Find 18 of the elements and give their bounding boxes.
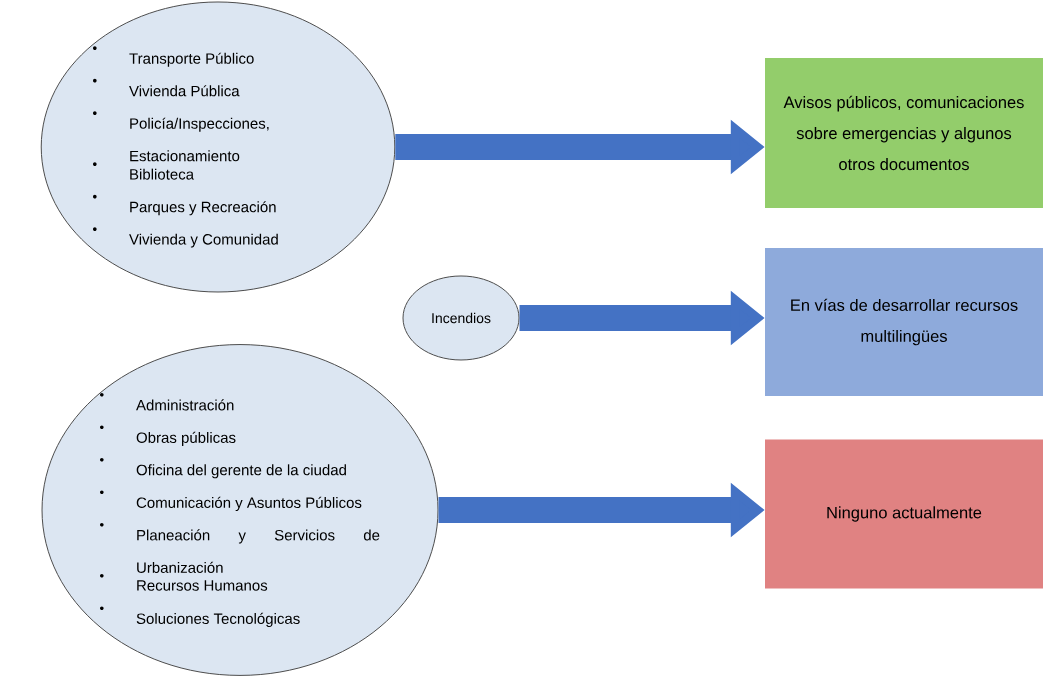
list-item: Oficina del gerente de la ciudad <box>136 464 346 479</box>
list-item: Administración <box>136 399 234 411</box>
list-item: Obras públicas <box>136 431 236 446</box>
list-item: Parques y Recreación <box>130 201 276 216</box>
ellipse <box>41 344 439 676</box>
list-item: Transporte Público <box>129 52 254 67</box>
list-item: Comunicación y Asuntos Públicos <box>136 496 362 511</box>
text-box: Avisos públicos, comunicaciones sobre emergencias y algunos otros documentos <box>765 58 1043 208</box>
list-item: Policía/Inspecciones, Estacionamiento <box>130 117 269 162</box>
ellipse <box>40 1 396 293</box>
text-box: En vías de desarrollar recursos multilingües <box>765 248 1043 396</box>
list-item: Soluciones Tecnológicas <box>136 612 300 627</box>
list-item: Biblioteca <box>130 168 195 180</box>
text-box: Ninguno actualmente <box>765 439 1043 589</box>
list-item: Recursos Humanos <box>137 580 268 591</box>
list-item: Vivienda y Comunidad <box>129 233 278 248</box>
list-item: Vivienda Pública <box>129 85 240 97</box>
list-item: Planeación y Servicios de Urbanización <box>137 529 380 573</box>
